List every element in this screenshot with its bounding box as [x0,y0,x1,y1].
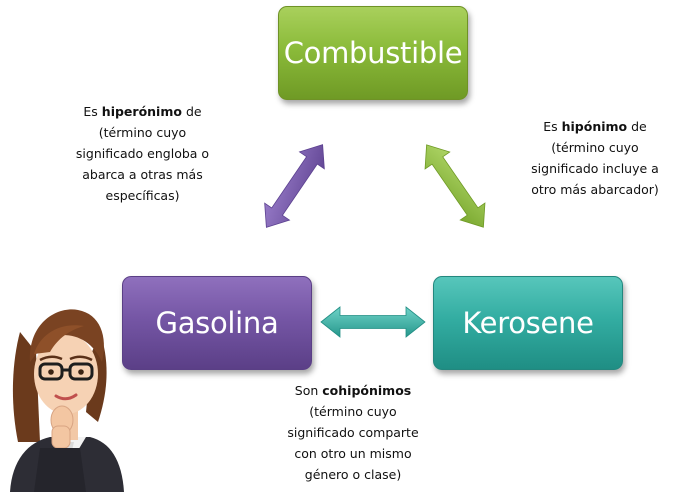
hyponym-arrow [424,144,486,228]
cohyponym-note: Son cohipónimos (término cuyo significad… [268,380,438,485]
cohyponym-arrow [320,306,426,338]
hypernym-note-prefix: Es [83,104,102,119]
hyponym-note: Es hipónimo de (término cuyo significado… [505,116,685,200]
hyponym-note-line: significado incluye a [531,161,659,176]
node-combustible: Combustible [278,6,468,100]
hypernym-note-line: significado engloba o [75,146,210,161]
hyponym-note-line: otro más abarcador) [531,182,659,197]
hypernym-arrow [264,144,325,228]
cohyponym-note-line: género o clase) [304,467,402,482]
hypernym-note-heading: Es hiperónimo de [50,101,235,122]
hyponym-note-suffix: de [627,119,647,134]
hyponym-note-line: (término cuyo [551,140,639,155]
hypernym-note-line: (término cuyo [98,125,187,140]
node-gasolina-label: Gasolina [155,306,279,340]
hypernym-note: Es hiperónimo de (término cuyo significa… [50,101,235,206]
node-gasolina: Gasolina [122,276,312,370]
hypernym-note-term: hiperónimo [101,104,182,119]
node-kerosene: Kerosene [433,276,623,370]
hypernym-note-suffix: de [181,104,202,119]
cohyponym-note-line: significado comparte [287,425,419,440]
hyponym-note-prefix: Es [543,119,562,134]
cohyponym-note-prefix: Son [294,383,323,398]
woman-thinking-illustration [10,309,124,492]
cohyponym-note-heading: Son cohipónimos [268,380,438,401]
cohyponym-note-term: cohipónimos [322,383,412,398]
node-combustible-label: Combustible [283,36,463,70]
node-kerosene-label: Kerosene [462,306,594,340]
cohyponym-note-line: con otro un mismo [294,446,412,461]
hypernym-note-line: específicas) [105,188,180,203]
hyponym-note-heading: Es hipónimo de [505,116,685,137]
cohyponym-note-line: (término cuyo [309,404,397,419]
hypernym-note-line: abarca a otras más [82,167,203,182]
hyponym-note-term: hipónimo [561,119,628,134]
